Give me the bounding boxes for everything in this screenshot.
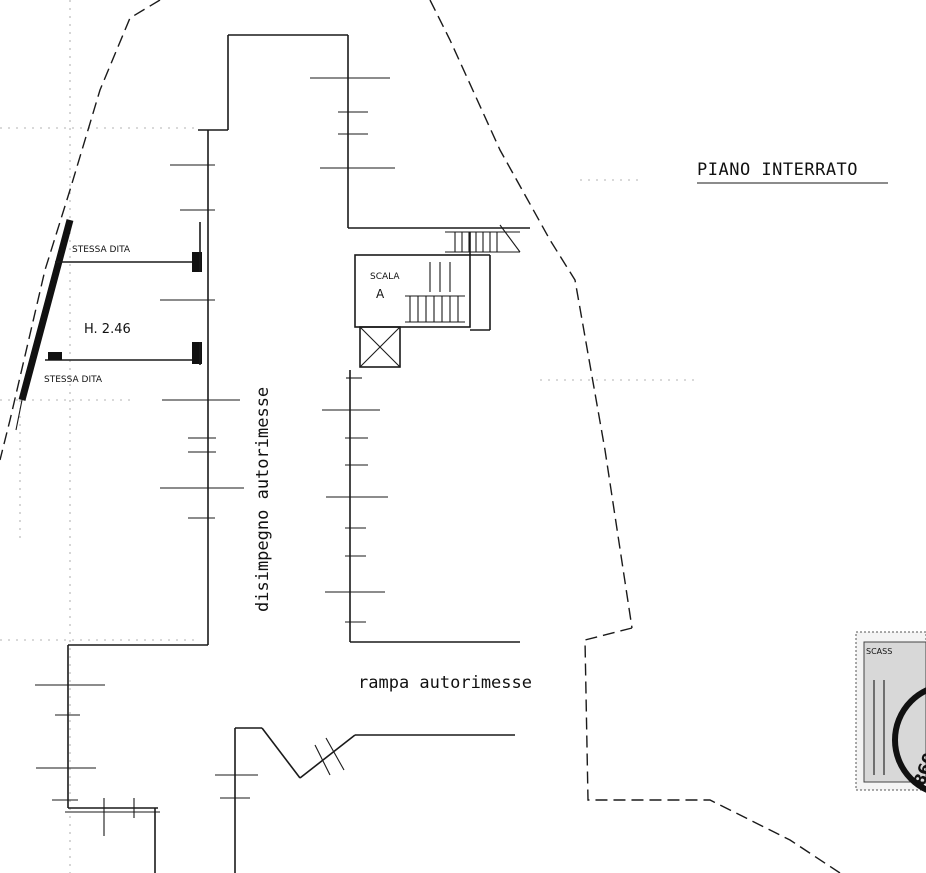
- scala-label: SCALA: [370, 272, 400, 282]
- seal-ring: [892, 687, 926, 793]
- construction-lines: [0, 0, 700, 873]
- height-label: H. 2.46: [84, 322, 131, 337]
- revenue-stamp: SCASS 860: [855, 631, 926, 793]
- stair-treads-upper: [445, 224, 521, 253]
- stessa-ditta-bottom: STESSA DITA: [44, 375, 103, 385]
- ramp-label: rampa autorimesse: [358, 673, 532, 693]
- left-boundary-wall: [15, 219, 74, 431]
- title: PIANO INTERRATO: [697, 160, 858, 180]
- left-rooms: [45, 222, 202, 365]
- stessa-ditta-top: STESSA DITA: [72, 245, 131, 255]
- parking-stall-lines-west: [35, 164, 244, 836]
- site-boundary: [0, 0, 841, 873]
- scala-letter: A: [376, 287, 385, 301]
- corridor-east-wall: [347, 35, 530, 643]
- corridor-label: disimpegno autorimesse: [253, 387, 273, 612]
- staircase-a: [354, 224, 521, 368]
- parking-stall-lines-east: [310, 77, 395, 623]
- lower-walls: [215, 727, 515, 873]
- corridor-west-wall: [67, 34, 348, 873]
- stair-treads-lower: [405, 262, 465, 323]
- stamp-text: SCASS: [866, 647, 892, 656]
